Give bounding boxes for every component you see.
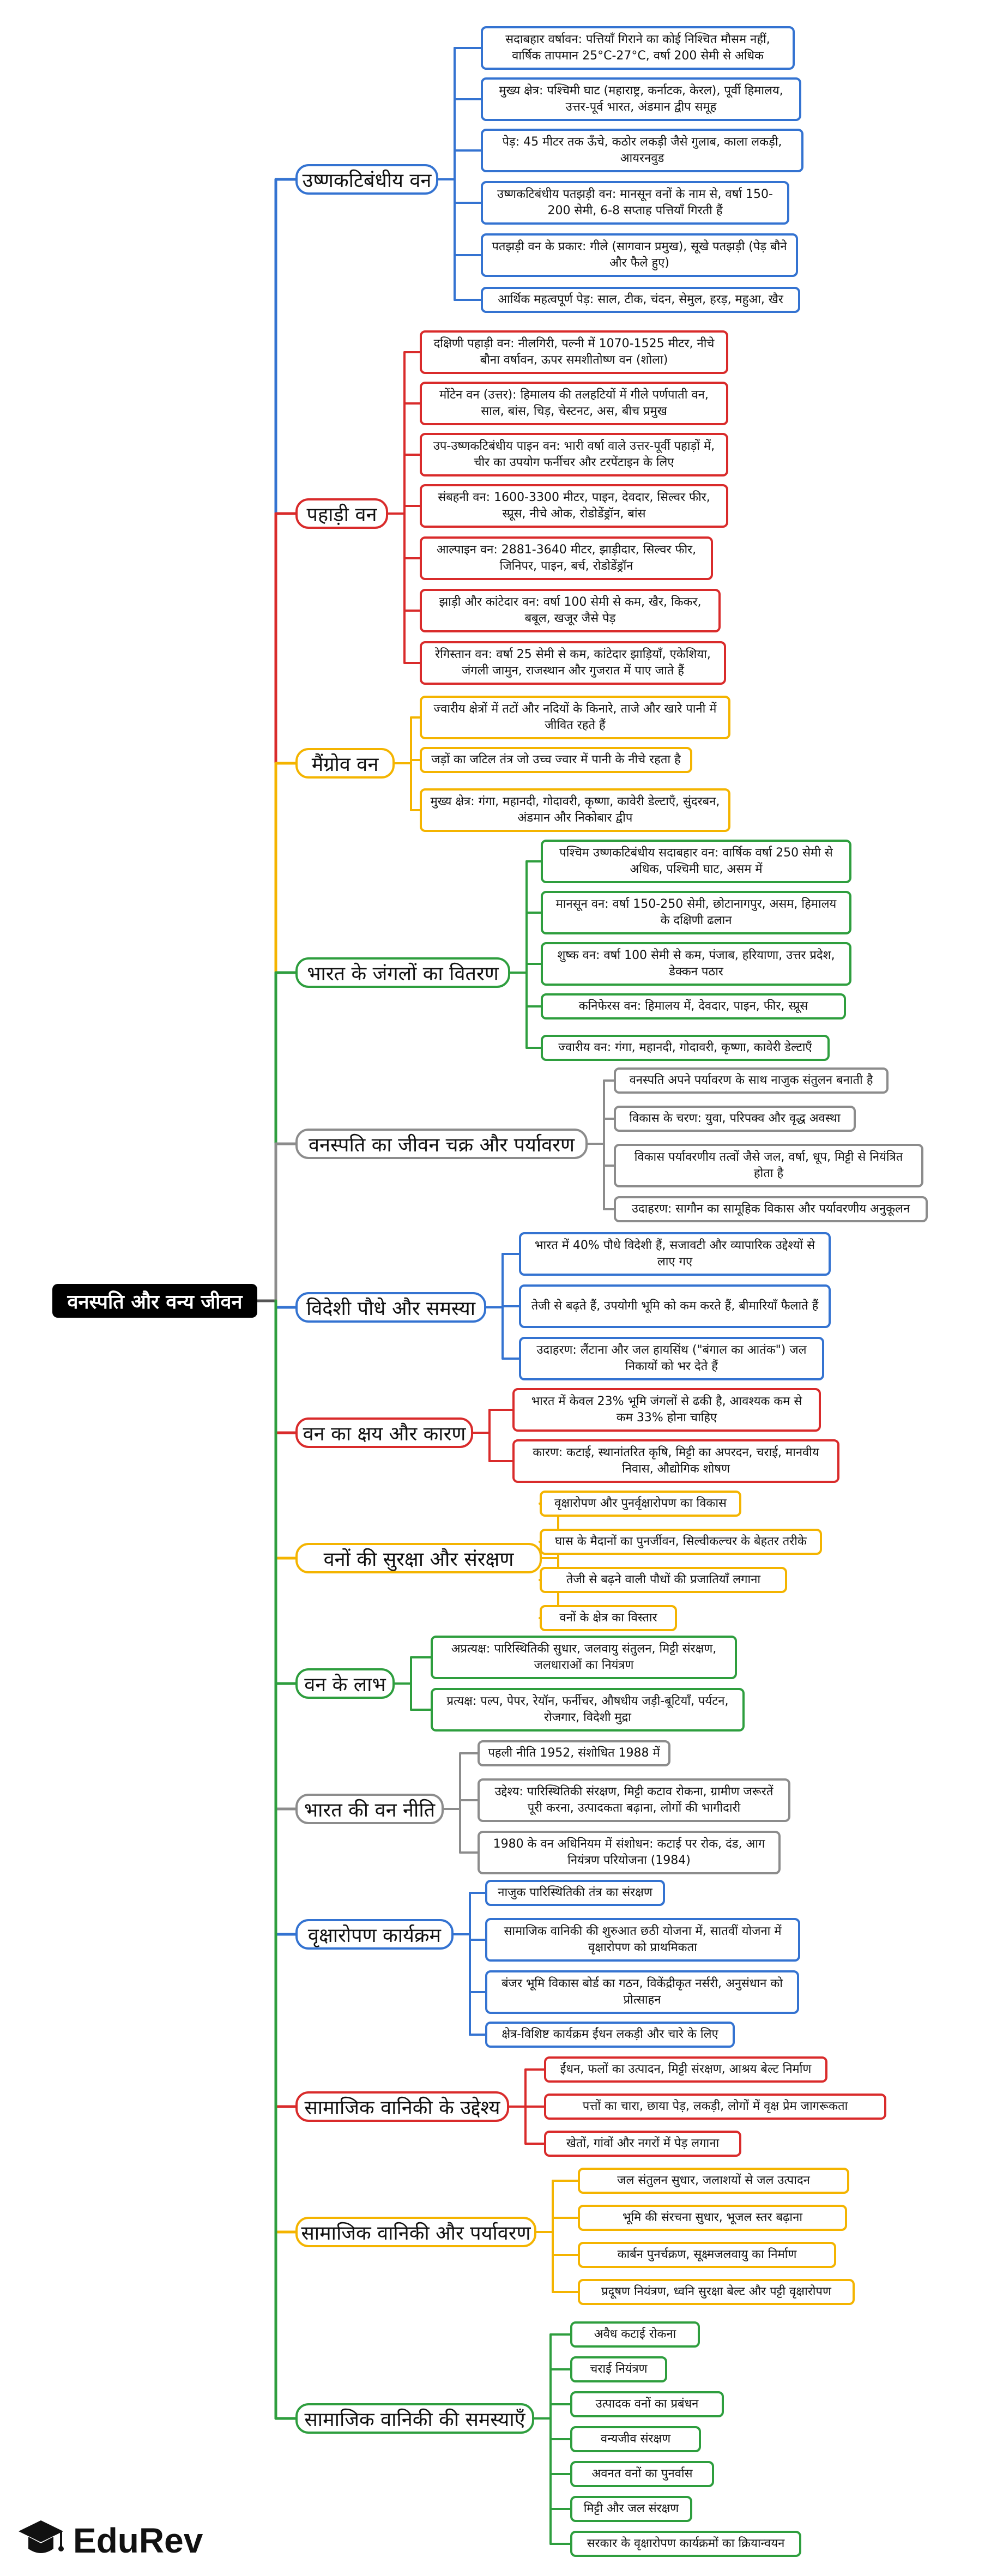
topic-node: सामाजिक वानिकी और पर्यावरण xyxy=(295,2217,536,2247)
leaf-node: शुष्क वन: वर्षा 100 सेमी से कम, पंजाब, ह… xyxy=(541,942,851,986)
leaf-node: उत्पादक वनों का प्रबंधन xyxy=(570,2391,724,2417)
leaf-node: उदाहरण: लैंटाना और जल हायसिंथ ("बंगाल का… xyxy=(519,1337,824,1380)
leaf-node: ज्वारीय वन: गंगा, महानदी, गोदावरी, कृष्ण… xyxy=(541,1035,830,1061)
leaf-node: खेतों, गांवों और नगरों में पेड़ लगाना xyxy=(544,2131,741,2157)
leaf-node: सरकार के वृक्षारोपण कार्यक्रमों का क्रिय… xyxy=(570,2531,801,2557)
leaf-node: दक्षिणी पहाड़ी वन: नीलगिरी, पल्नी में 10… xyxy=(420,330,728,374)
topic-node: उष्णकटिबंधीय वन xyxy=(295,164,438,195)
leaf-node: 1980 के वन अधिनियम में संशोधन: कटाई पर र… xyxy=(478,1831,781,1874)
brand-name: EduRev xyxy=(73,2521,203,2560)
leaf-node: पत्तों का चारा, छाया पेड़, लकड़ी, लोगों … xyxy=(544,2094,886,2120)
leaf-node: अवैध कटाई रोकना xyxy=(570,2321,700,2348)
leaf-node: उदाहरण: सागौन का सामूहिक विकास और पर्याव… xyxy=(614,1196,928,1222)
leaf-node: कारण: कटाई, स्थानांतरित कृषि, मिट्टी का … xyxy=(512,1439,839,1483)
topic-node: मैंग्रोव वन xyxy=(295,748,395,779)
leaf-node: मानसून वन: वर्षा 150-250 सेमी, छोटानागपु… xyxy=(541,891,851,934)
leaf-node: तेजी से बढ़ने वाली पौधों की प्रजातियाँ ल… xyxy=(540,1567,787,1593)
leaf-node: तेजी से बढ़ते हैं, उपयोगी भूमि को कम करत… xyxy=(519,1284,831,1328)
leaf-node: उष्णकटिबंधीय पतझड़ी वन: मानसून वनों के न… xyxy=(481,181,789,225)
brand-logo: EduRev xyxy=(16,2516,203,2565)
leaf-node: पहली नीति 1952, संशोधित 1988 में xyxy=(478,1740,670,1766)
topic-node: भारत के जंगलों का वितरण xyxy=(295,957,510,988)
leaf-node: ज्वारीय क्षेत्रों में तटों और नदियों के … xyxy=(420,696,730,739)
leaf-node: रेगिस्तान वन: वर्षा 25 सेमी से कम, कांटे… xyxy=(420,641,726,685)
leaf-node: भारत में केवल 23% भूमि जंगलों से ढकी है,… xyxy=(512,1388,821,1432)
leaf-node: नाजुक पारिस्थितिकी तंत्र का संरक्षण xyxy=(485,1880,665,1906)
leaf-node: मोंटेन वन (उत्तर): हिमालय की तलहटियों मे… xyxy=(420,382,728,425)
leaf-node: प्रदूषण नियंत्रण, ध्वनि सुरक्षा बेल्ट और… xyxy=(578,2279,855,2305)
leaf-node: आर्थिक महत्वपूर्ण पेड़: साल, टीक, चंदन, … xyxy=(481,287,800,313)
leaf-node: वनों के क्षेत्र का विस्तार xyxy=(540,1605,677,1631)
leaf-node: झाड़ी और कांटेदार वन: वर्षा 100 सेमी से … xyxy=(420,589,721,632)
leaf-node: उद्देश्य: पारिस्थितिकी संरक्षण, मिट्टी क… xyxy=(478,1778,790,1822)
leaf-node: जल संतुलन सुधार, जलाशयों से जल उत्पादन xyxy=(578,2168,849,2194)
leaf-node: कनिफेरस वन: हिमालय में, देवदार, पाइन, फी… xyxy=(541,993,846,1019)
leaf-node: विकास के चरण: युवा, परिपक्व और वृद्ध अवस… xyxy=(614,1106,856,1132)
leaf-node: ईंधन, फलों का उत्पादन, मिट्टी संरक्षण, आ… xyxy=(544,2056,827,2083)
leaf-node: सदाबहार वर्षावन: पत्तियाँ गिराने का कोई … xyxy=(481,26,795,70)
leaf-node: मिट्टी और जल संरक्षण xyxy=(570,2496,692,2522)
leaf-node: क्षेत्र-विशिष्ट कार्यक्रम ईंधन लकड़ी और … xyxy=(485,2022,735,2048)
leaf-node: अप्रत्यक्ष: पारिस्थितिकी सुधार, जलवायु स… xyxy=(431,1636,737,1679)
leaf-node: वृक्षारोपण और पुनर्वृक्षारोपण का विकास xyxy=(540,1491,741,1517)
leaf-node: बंजर भूमि विकास बोर्ड का गठन, विकेंद्रीक… xyxy=(485,1970,799,2014)
topic-node: सामाजिक वानिकी के उद्देश्य xyxy=(295,2091,509,2122)
leaf-node: भूमि की संरचना सुधार, भूजल स्तर बढ़ाना xyxy=(578,2205,847,2231)
leaf-node: विकास पर्यावरणीय तत्वों जैसे जल, वर्षा, … xyxy=(614,1144,923,1187)
leaf-node: जड़ों का जटिल तंत्र जो उच्च ज्वार में पा… xyxy=(420,747,692,773)
leaf-node: घास के मैदानों का पुनर्जीवन, सिल्वीकल्चर… xyxy=(540,1529,822,1555)
leaf-node: आल्पाइन वन: 2881-3640 मीटर, झाड़ीदार, सि… xyxy=(420,536,713,580)
leaf-node: पतझड़ी वन के प्रकार: गीले (सागवान प्रमुख… xyxy=(481,233,798,277)
leaf-node: संबहनी वन: 1600-3300 मीटर, पाइन, देवदार,… xyxy=(420,484,728,528)
leaf-node: अवनत वनों का पुनर्वास xyxy=(570,2461,714,2487)
leaf-node: पेड़: 45 मीटर तक ऊँचे, कठोर लकड़ी जैसे ग… xyxy=(481,129,803,172)
leaf-node: उप-उष्णकटिबंधीय पाइन वन: भारी वर्षा वाले… xyxy=(420,433,728,476)
leaf-node: वन्यजीव संरक्षण xyxy=(570,2426,701,2452)
topic-node: वनों की सुरक्षा और संरक्षण xyxy=(295,1543,542,1573)
leaf-node: मुख्य क्षेत्र: गंगा, महानदी, गोदावरी, कृ… xyxy=(420,788,730,832)
graduation-cap-icon xyxy=(19,2520,64,2553)
leaf-node: मुख्य क्षेत्र: पश्चिमी घाट (महाराष्ट्र, … xyxy=(481,77,801,121)
leaf-node: पश्चिम उष्णकटिबंधीय सदाबहार वन: वार्षिक … xyxy=(541,840,851,883)
topic-node: वन का क्षय और कारण xyxy=(295,1417,473,1448)
topic-node: वृक्षारोपण कार्यक्रम xyxy=(295,1919,454,1950)
root-node: वनस्पति और वन्य जीवन xyxy=(52,1284,257,1318)
topic-node: सामाजिक वानिकी की समस्याएँ xyxy=(295,2403,534,2434)
topic-node: भारत की वन नीति xyxy=(295,1794,444,1824)
topic-node: पहाड़ी वन xyxy=(295,498,388,529)
leaf-node: प्रत्यक्ष: पल्प, पेपर, रेयॉन, फर्नीचर, औ… xyxy=(431,1688,745,1732)
topic-node: विदेशी पौधे और समस्या xyxy=(295,1292,486,1323)
topic-node: वन के लाभ xyxy=(295,1668,395,1699)
leaf-node: भारत में 40% पौधे विदेशी हैं, सजावटी और … xyxy=(519,1232,831,1276)
leaf-node: चराई नियंत्रण xyxy=(570,2356,667,2382)
topic-node: वनस्पति का जीवन चक्र और पर्यावरण xyxy=(295,1129,588,1159)
leaf-node: कार्बन पुनर्चक्रण, सूक्ष्मजलवायु का निर्… xyxy=(578,2242,836,2268)
leaf-node: वनस्पति अपने पर्यावरण के साथ नाजुक संतुल… xyxy=(614,1067,889,1094)
leaf-node: सामाजिक वानिकी की शुरुआत छठी योजना में, … xyxy=(485,1918,800,1962)
